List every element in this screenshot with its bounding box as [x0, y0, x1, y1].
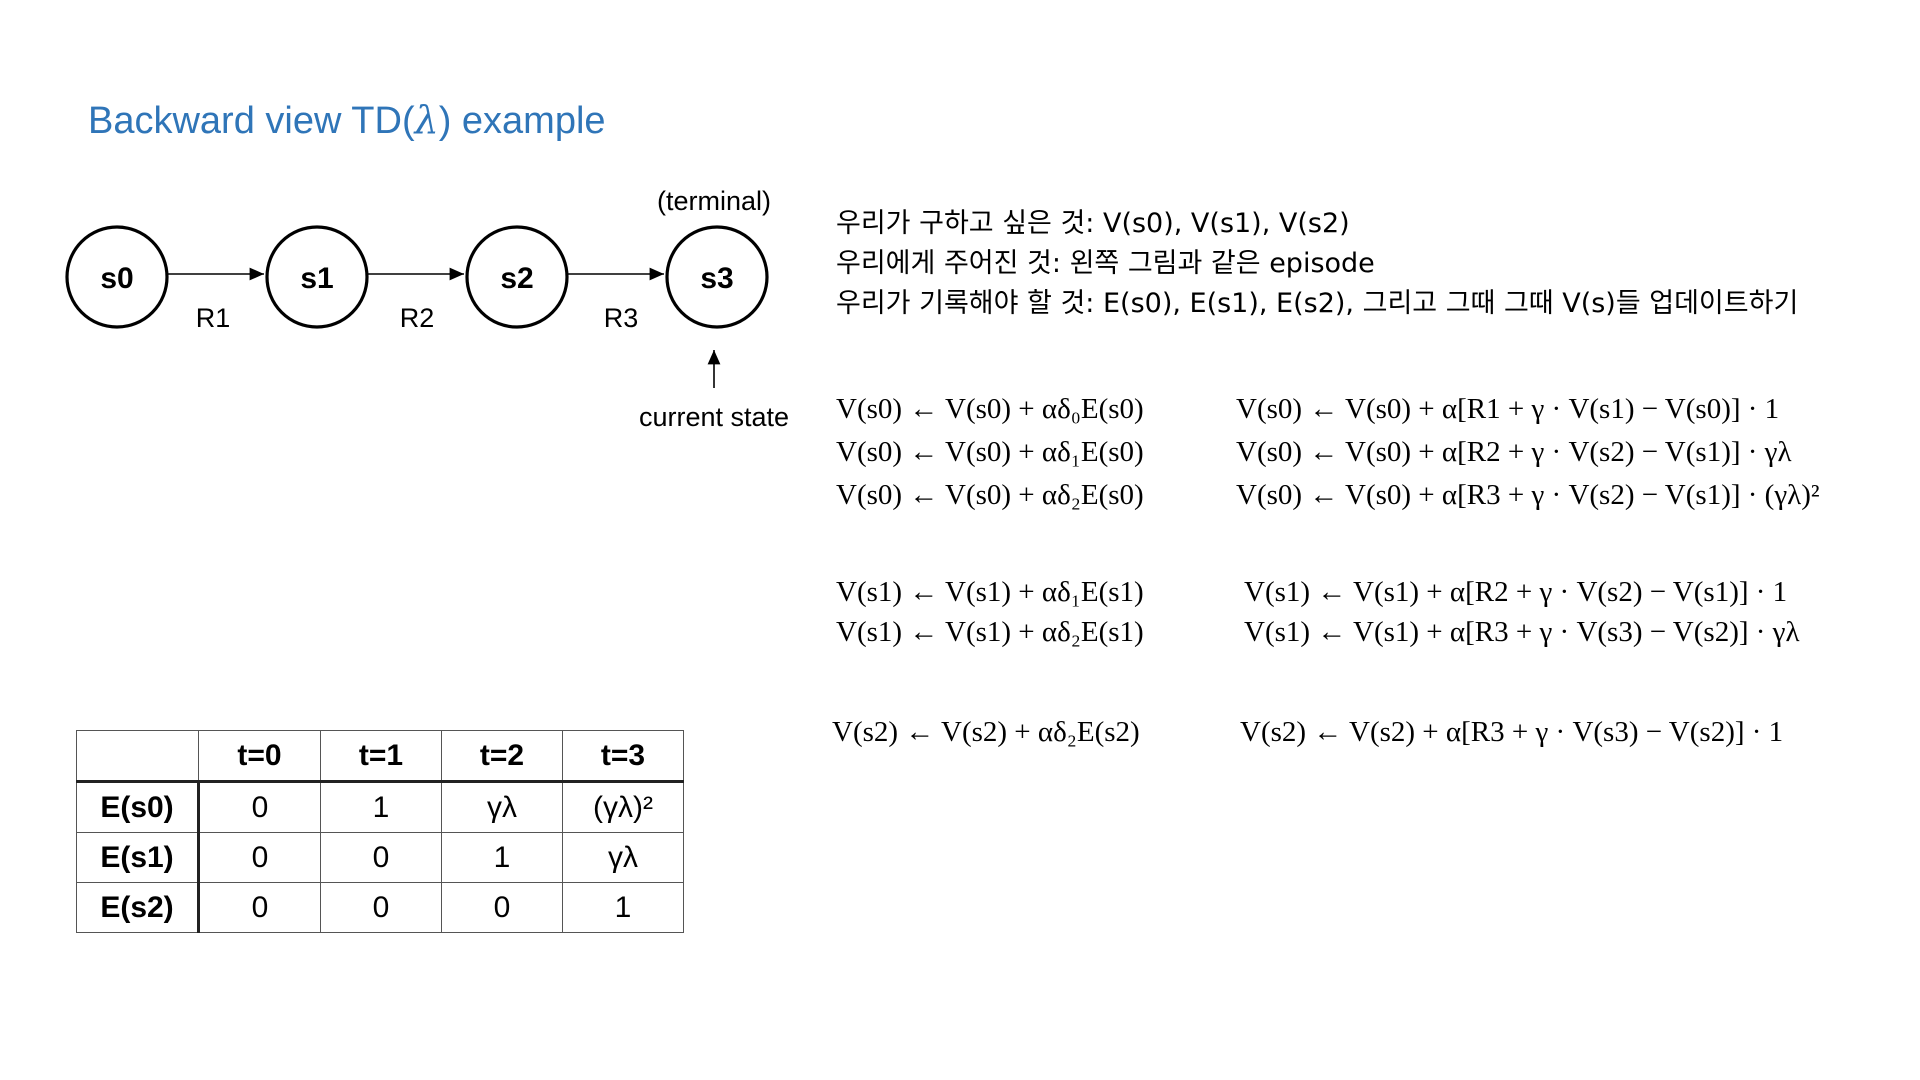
table-row: E(s1) 0 0 1 γλ: [76, 832, 684, 883]
equation-s0-long-2: V(s0) ← V(s0) + α[R2 + γ · V(s2) − V(s1)…: [1236, 436, 1792, 468]
title-prefix: Backward view TD(: [88, 100, 415, 142]
row-label-e-s1: E(s1): [76, 832, 200, 883]
table-header-corner: [76, 730, 199, 783]
terminal-label: (terminal): [657, 186, 771, 216]
state-label-s2: s2: [500, 262, 533, 295]
state-label-s1: s1: [300, 262, 333, 295]
table-header-t1: t=1: [320, 730, 442, 783]
current-state-label: current state: [639, 402, 789, 432]
reward-label-r2: R2: [400, 303, 435, 333]
title-lambda: λ: [414, 98, 439, 142]
equation-s1-short-2: V(s1) ← V(s1) + αδ₂E(s1): [836, 616, 1144, 648]
equation-s2-long-1: V(s2) ← V(s2) + α[R3 + γ · V(s3) − V(s2)…: [1240, 716, 1784, 748]
equation-s2-short-1: V(s2) ← V(s2) + αδ₂E(s2): [832, 716, 1140, 748]
equation-s1-long-2: V(s1) ← V(s1) + α[R3 + γ · V(s3) − V(s2)…: [1244, 616, 1800, 648]
table-header-t2: t=2: [441, 730, 563, 783]
table-cell: 1: [441, 832, 563, 883]
table-cell: 0: [198, 832, 321, 883]
state-node-s3: [665, 225, 769, 329]
table-cell: 0: [320, 832, 442, 883]
equation-s0-short-3: V(s0) ← V(s0) + αδ₂E(s0): [836, 479, 1144, 511]
state-node-s2: [465, 225, 569, 329]
info-line-given: 우리에게 주어진 것: 왼쪽 그림과 같은 episode: [836, 248, 1375, 279]
reward-label-r1: R1: [196, 303, 231, 333]
table-cell: 0: [441, 882, 563, 933]
equation-s0-long-1: V(s0) ← V(s0) + α[R1 + γ · V(s1) − V(s0)…: [1236, 393, 1780, 425]
equation-s0-long-3: V(s0) ← V(s0) + α[R3 + γ · V(s2) − V(s1)…: [1236, 479, 1820, 511]
table-cell: γλ: [562, 832, 684, 883]
table-row: E(s2) 0 0 0 1: [76, 882, 684, 933]
row-label-e-s0: E(s0): [76, 781, 200, 833]
table-cell: 0: [198, 882, 321, 933]
state-label-s3: s3: [700, 262, 733, 295]
equation-s0-short-1: V(s0) ← V(s0) + αδ₀E(s0): [836, 393, 1144, 425]
row-label-e-s2: E(s2): [76, 882, 200, 933]
equation-s0-short-2: V(s0) ← V(s0) + αδ₁E(s0): [836, 436, 1144, 468]
table-header-row: t=0 t=1 t=2 t=3: [76, 730, 684, 783]
table-header-t0: t=0: [198, 730, 321, 783]
equation-s1-short-1: V(s1) ← V(s1) + αδ₁E(s1): [836, 576, 1144, 608]
table-cell: 1: [320, 781, 442, 833]
table-cell: 1: [562, 882, 684, 933]
reward-label-r3: R3: [604, 303, 639, 333]
table-cell: 0: [198, 781, 321, 833]
table-cell: (γλ)²: [562, 781, 684, 833]
table-cell: γλ: [441, 781, 563, 833]
state-node-s1: [265, 225, 369, 329]
equation-s1-long-1: V(s1) ← V(s1) + α[R2 + γ · V(s2) − V(s1)…: [1244, 576, 1788, 608]
title-suffix: ) example: [438, 100, 606, 142]
info-line-goal: 우리가 구하고 싶은 것: V(s0), V(s1), V(s2): [836, 208, 1350, 239]
mdp-diagram: s0 s1 s2 s3 R1 R2 R3 (terminal) current …: [65, 186, 789, 432]
state-label-s0: s0: [100, 262, 133, 295]
info-line-record: 우리가 기록해야 할 것: E(s0), E(s1), E(s2), 그리고 그…: [836, 288, 1799, 319]
slide-title: Backward view TD(λ) example: [88, 98, 606, 143]
eligibility-trace-table: t=0 t=1 t=2 t=3 E(s0) 0 1 γλ (γλ)² E(s1)…: [76, 730, 684, 933]
info-block: 우리가 구하고 싶은 것: V(s0), V(s1), V(s2) 우리에게 주…: [836, 204, 1798, 324]
state-node-s0: [65, 225, 169, 329]
table-row: E(s0) 0 1 γλ (γλ)²: [76, 781, 684, 833]
table-header-t3: t=3: [562, 730, 684, 783]
table-cell: 0: [320, 882, 442, 933]
